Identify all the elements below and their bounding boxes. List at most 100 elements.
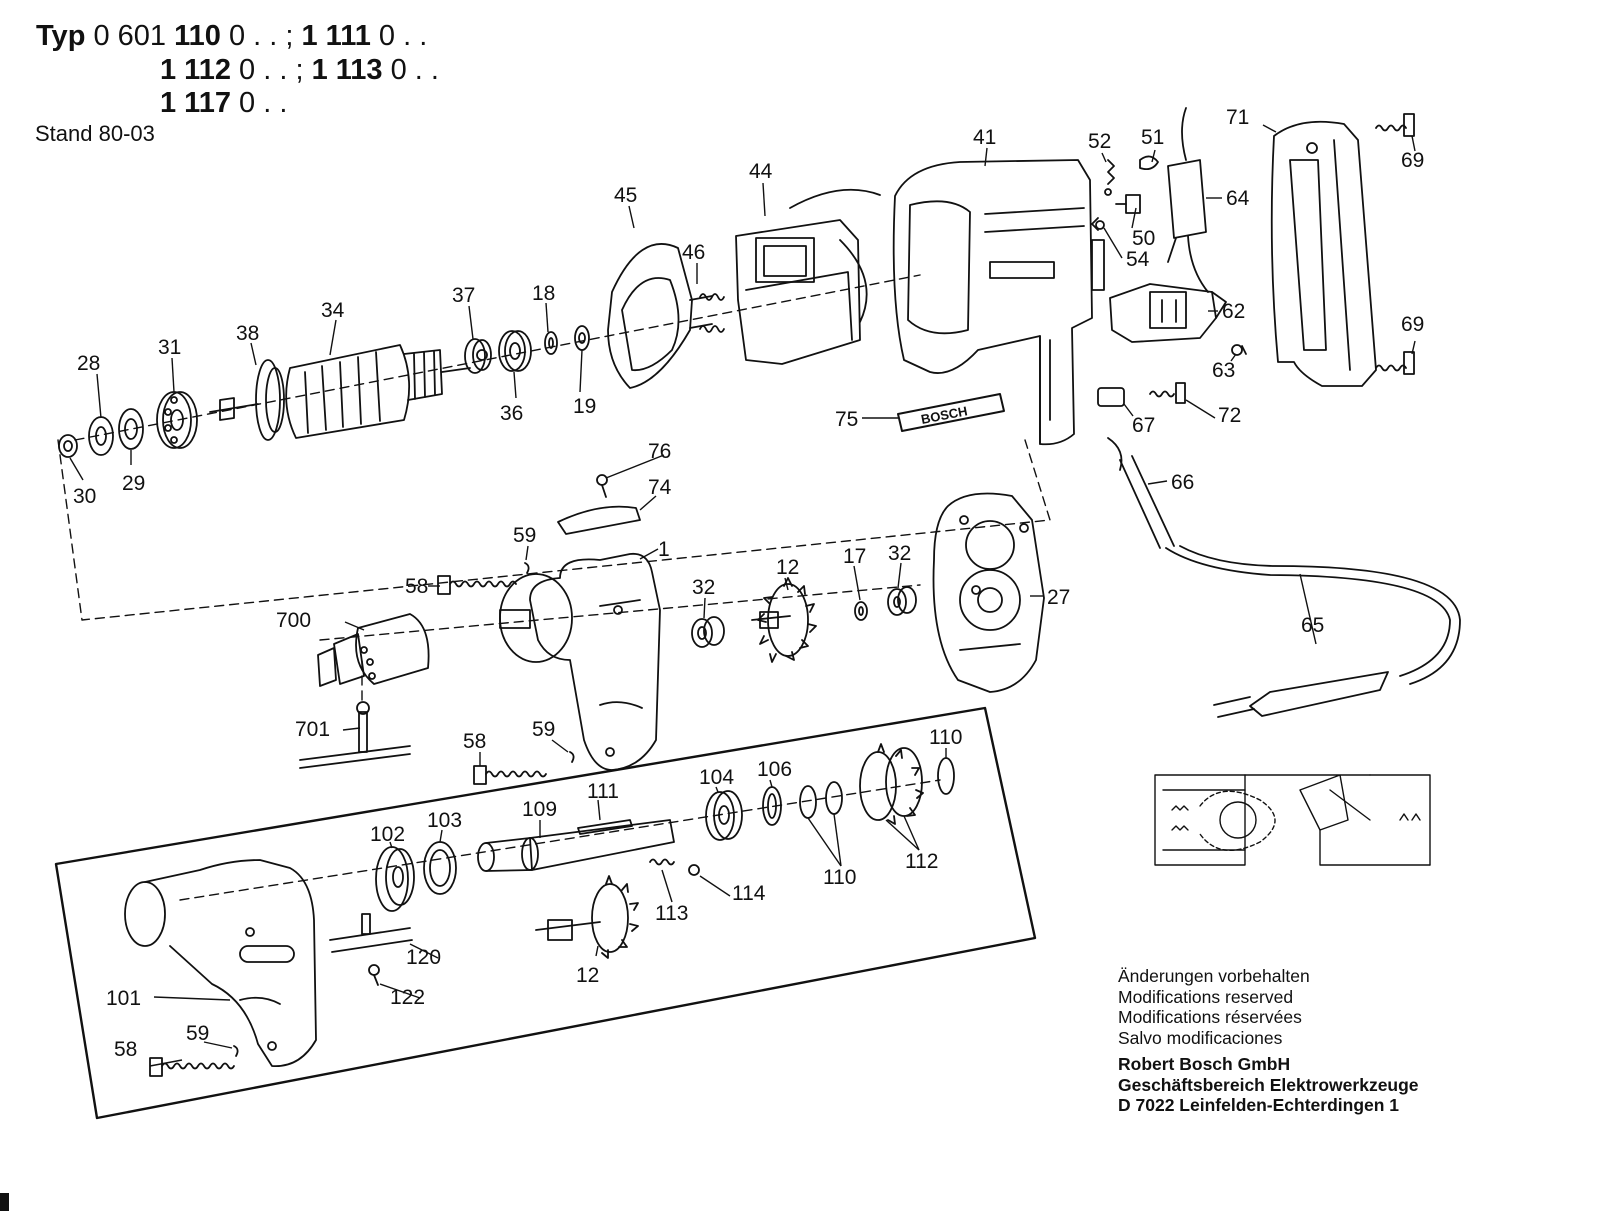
part-62-switch <box>1109 283 1227 343</box>
part-30 <box>58 434 78 458</box>
label-32-right: 32 <box>888 542 911 565</box>
label-111: 111 <box>587 780 619 803</box>
part-74 <box>557 505 641 535</box>
part-122 <box>368 964 380 986</box>
label-54: 54 <box>1126 248 1150 271</box>
wiring-diagram <box>1154 774 1431 866</box>
label-109: 109 <box>522 798 557 821</box>
part-18 <box>544 331 558 355</box>
label-58-low: 58 <box>114 1038 137 1061</box>
label-12-low: 12 <box>576 964 599 987</box>
label-700: 700 <box>276 609 311 632</box>
part-110-rings <box>799 781 843 819</box>
label-29: 29 <box>122 472 145 495</box>
part-59-upper <box>524 562 530 574</box>
label-701: 701 <box>295 718 330 741</box>
label-76: 76 <box>648 440 671 463</box>
type-line-3: 1 117 0 . . <box>160 87 288 119</box>
label-114: 114 <box>732 882 766 905</box>
label-110-lower: 110 <box>823 866 856 889</box>
part-27-bearing-plate <box>932 492 1045 693</box>
part-114 <box>688 864 700 876</box>
label-34: 34 <box>321 299 345 322</box>
note-line: Salvo modificaciones <box>1118 1027 1283 1048</box>
part-67 <box>1097 387 1125 407</box>
label-104: 104 <box>699 766 734 789</box>
part-number-labels: 1 12 12 17 18 19 27 28 29 30 31 32 32 34… <box>73 106 1424 1061</box>
label-1: 1 <box>658 538 670 561</box>
type-line-1: Typ 0 601 110 0 . . ; 1 111 0 . . <box>36 20 428 52</box>
part-52 <box>1104 159 1115 196</box>
label-65: 65 <box>1301 614 1324 637</box>
label-17: 17 <box>843 545 866 568</box>
company-line: Geschäftsbereich Elektrowerkzeuge <box>1118 1074 1419 1095</box>
label-38: 38 <box>236 322 259 345</box>
label-45: 45 <box>614 184 637 207</box>
part-59-mid <box>569 751 575 763</box>
part-32-left <box>691 616 725 648</box>
notes-block: Änderungen vorbehalten Modifications res… <box>1118 966 1419 1116</box>
part-38-fan <box>209 359 285 441</box>
part-36 <box>498 330 532 372</box>
label-64: 64 <box>1226 187 1250 210</box>
label-50: 50 <box>1132 227 1155 250</box>
part-76 <box>596 474 608 498</box>
label-19: 19 <box>573 395 596 418</box>
part-41-housing <box>892 159 1105 446</box>
note-line: Modifications réservées <box>1118 1007 1302 1027</box>
label-36: 36 <box>500 402 523 425</box>
note-line: Modifications reserved <box>1118 986 1294 1007</box>
label-74: 74 <box>648 476 672 499</box>
label-46: 46 <box>682 241 705 264</box>
part-37 <box>464 338 492 374</box>
company-line: D 7022 Leinfelden-Echterdingen 1 <box>1118 1095 1400 1115</box>
note-line: Änderungen vorbehalten <box>1118 966 1310 986</box>
label-52: 52 <box>1088 130 1111 153</box>
label-27: 27 <box>1047 586 1070 609</box>
part-109-spindle <box>477 819 675 872</box>
part-12-gear-low <box>535 875 639 959</box>
part-51 <box>1139 155 1159 171</box>
label-101: 101 <box>106 987 141 1010</box>
part-63 <box>1231 344 1247 356</box>
label-44: 44 <box>749 160 773 183</box>
label-72: 72 <box>1218 404 1241 427</box>
part-113 <box>649 858 675 866</box>
label-67: 67 <box>1132 414 1155 437</box>
label-110-right: 110 <box>929 726 962 749</box>
part-17 <box>854 601 868 621</box>
part-71-handle <box>1270 120 1377 387</box>
label-30: 30 <box>73 485 96 508</box>
part-65-cable <box>1165 545 1461 718</box>
part-75-nameplate <box>897 393 1005 432</box>
label-28: 28 <box>77 352 100 375</box>
label-120: 120 <box>406 946 441 969</box>
label-62: 62 <box>1222 300 1245 323</box>
part-58-upper <box>437 575 517 595</box>
label-69-lower: 69 <box>1401 313 1424 336</box>
label-41: 41 <box>973 126 996 149</box>
part-72 <box>1149 382 1186 404</box>
company-line: Robert Bosch GmbH <box>1118 1054 1291 1074</box>
part-34-armature <box>285 344 471 439</box>
label-63: 63 <box>1212 359 1235 382</box>
label-66: 66 <box>1171 471 1194 494</box>
part-45-baffle <box>607 243 713 389</box>
label-71: 71 <box>1226 106 1249 129</box>
stand-date: Stand 80-03 <box>35 121 155 146</box>
label-103: 103 <box>427 809 462 832</box>
part-104 <box>705 790 743 841</box>
part-102 <box>375 846 415 912</box>
part-120 <box>329 913 413 953</box>
label-113: 113 <box>655 902 688 925</box>
label-37: 37 <box>452 284 475 307</box>
part-101-housing <box>124 859 317 1067</box>
part-12-gear-top <box>751 577 817 663</box>
part-700-chuck <box>317 613 430 687</box>
label-51: 51 <box>1141 126 1164 149</box>
part-50 <box>1115 194 1141 214</box>
label-58-mid: 58 <box>463 730 486 753</box>
part-19 <box>574 325 590 351</box>
